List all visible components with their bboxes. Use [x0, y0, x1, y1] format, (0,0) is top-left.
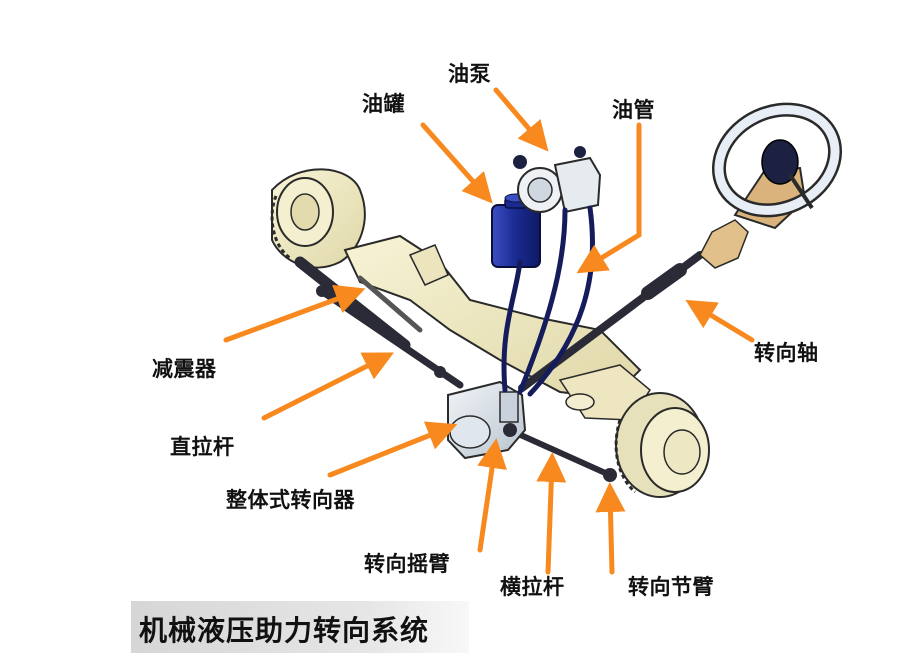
- label-tie-rod: 横拉杆: [500, 575, 565, 599]
- arrow-icon: [576, 122, 642, 274]
- label-pitman-arm: 转向摇臂: [364, 552, 450, 576]
- oil-pipes: [501, 205, 595, 397]
- arrow-icon: [327, 421, 458, 478]
- arrow-icon: [477, 438, 507, 553]
- arrow-icon: [223, 284, 366, 343]
- arrow-icon: [261, 352, 394, 421]
- label-integral-steering-gear: 整体式转向器: [226, 488, 355, 512]
- arrow-icon: [685, 299, 755, 343]
- label-oil-pipe: 油管: [612, 98, 655, 122]
- title-bar: [131, 601, 469, 653]
- label-drag-link: 直拉杆: [170, 435, 235, 459]
- label-steering-knuckle-arm: 转向节臂: [628, 575, 714, 599]
- label-steering-shaft: 转向轴: [754, 341, 819, 365]
- right-wheel-hub: [614, 392, 710, 498]
- arrow-icon: [493, 87, 549, 152]
- oil-pump-part: [513, 146, 602, 214]
- pointer-arrows: [223, 87, 755, 575]
- label-shock-absorber: 减震器: [152, 357, 217, 381]
- label-oil-pump: 油泵: [448, 62, 491, 86]
- steering-wheel: [711, 102, 843, 230]
- diagram-title: 机械液压助力转向系统: [139, 614, 430, 647]
- left-knuckle: [270, 168, 366, 269]
- integral-steering-gear-part: [447, 380, 527, 460]
- arrow-icon: [536, 452, 567, 575]
- arrow-icon: [420, 122, 493, 204]
- label-oil-tank: 油罐: [362, 92, 405, 116]
- arrow-icon: [595, 482, 626, 575]
